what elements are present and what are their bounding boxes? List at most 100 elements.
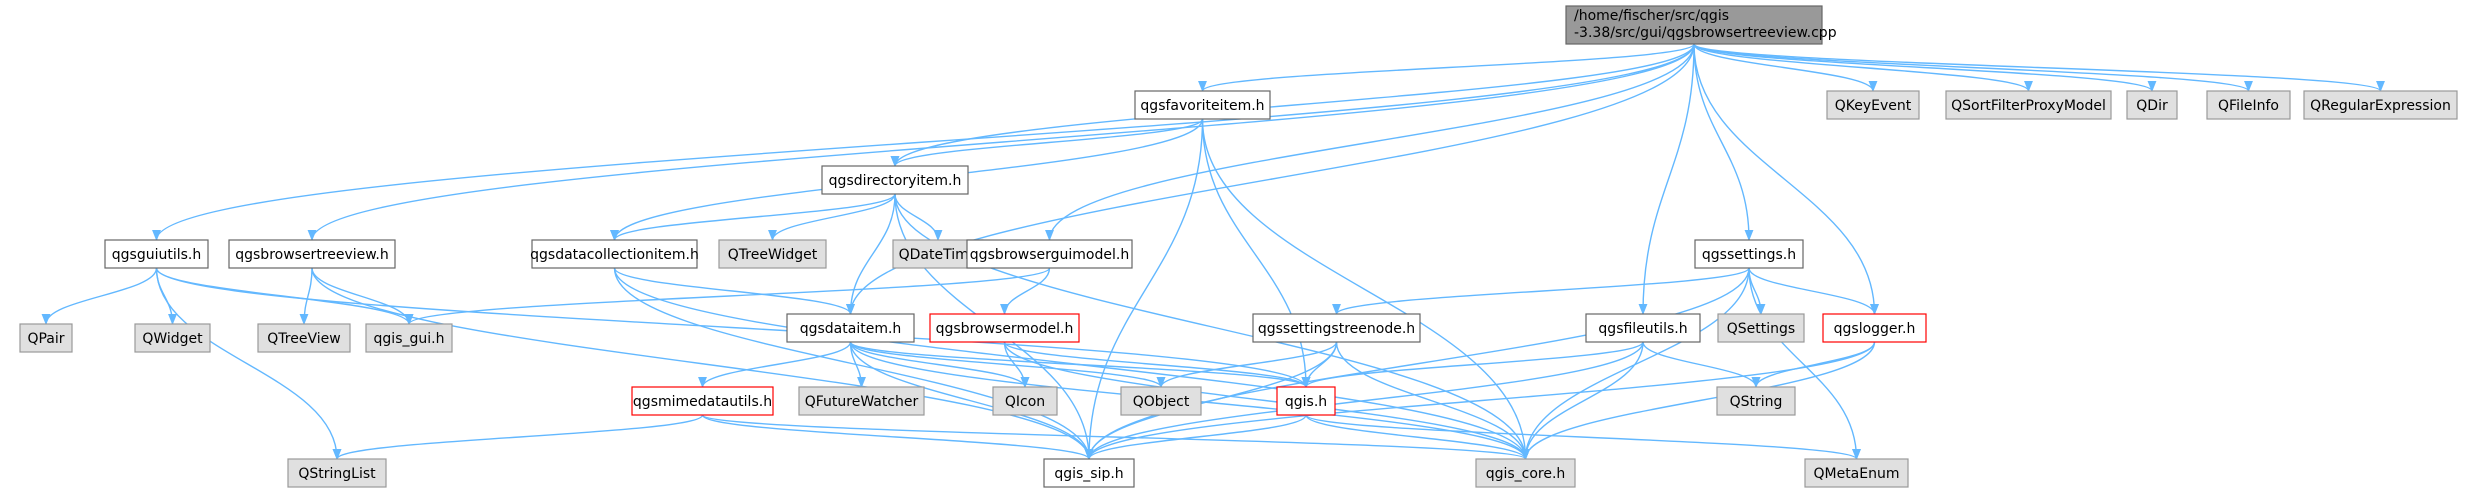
node-qgsdatacollectionitem[interactable]: qgsdatacollectionitem.h (530, 239, 699, 269)
node-qgis_sip-box (1043, 458, 1135, 488)
node-qgis_sip[interactable]: qgis_sip.h (1043, 458, 1135, 488)
edge-qgsmimedatautils-to-qgis_core (701, 414, 1530, 461)
edge-qgsbrowsermodel-to-qgis_core (1003, 341, 1530, 461)
node-qgsdirectoryitem-label: qgsdirectoryitem.h (829, 173, 962, 189)
node-qgis_core-box (1475, 458, 1576, 488)
edge-qgssettingstreenode-to-qobject (1156, 341, 1338, 389)
edge-qgslogger-to-qgis_sip (1084, 341, 1876, 461)
node-qicon-label: QIcon (1005, 394, 1045, 410)
node-qstringlist: QStringList (287, 458, 387, 488)
root-title-line-2: -3.38/src/gui/qgsbrowsertreeview.cpp (1574, 25, 1837, 41)
node-qfuturewatcher-box (798, 386, 925, 416)
node-qstringlist-box (287, 458, 387, 488)
edge-root-to-qgsfileutils (1638, 43, 1695, 316)
node-qgsdatacollectionitem-box (531, 239, 698, 269)
node-qregexp: QRegularExpression (2303, 90, 2458, 120)
edge-qgsdirectoryitem-to-qgsdatacollectionitem (610, 193, 896, 242)
node-qregexp-label: QRegularExpression (2310, 98, 2451, 114)
node-qsortfilter-label: QSortFilterProxyModel (1951, 98, 2106, 114)
node-qgsfileutils[interactable]: qgsfileutils.h (1585, 313, 1701, 343)
node-qtreewidget-box (718, 239, 827, 269)
node-qgsdataitem-box (786, 313, 915, 343)
node-qicon-box (992, 386, 1058, 416)
node-qdir-box (2126, 90, 2178, 120)
node-qgsmimedatautils-box (631, 386, 774, 416)
node-qgsbrowsermodel-label: qgsbrowsermodel.h (936, 321, 1074, 337)
node-qkeyevent: QKeyEvent (1826, 90, 1920, 120)
edge-qgslogger-to-qstring (1751, 341, 1876, 389)
node-qgssettingstreenode-label: qgssettingstreenode.h (1258, 321, 1415, 337)
node-qicon: QIcon (992, 386, 1058, 416)
edge-qgsdataitem-to-qgis (849, 341, 1311, 389)
node-qgis[interactable]: qgis.h (1276, 386, 1336, 416)
node-qgsdatacollectionitem-label: qgsdatacollectionitem.h (530, 247, 699, 263)
edge-qgsbrowsermodel-to-qicon (1003, 341, 1030, 389)
node-qgslogger-label: qgslogger.h (1834, 321, 1916, 337)
node-qgsmimedatautils-label: qgsmimedatautils.h (633, 394, 772, 410)
node-qgsbrowsertreeview[interactable]: qgsbrowsertreeview.h (228, 239, 396, 269)
node-qgsdirectoryitem[interactable]: qgsdirectoryitem.h (821, 165, 969, 195)
edge-qgssettings-to-qgssettingstreenode (1332, 267, 1750, 316)
node-qstringlist-label: QStringList (298, 466, 376, 482)
edge-qgsguiutils-to-qpair (41, 267, 158, 326)
edge-qgsbrowsertreeview-to-qgis_gui (311, 267, 414, 326)
node-qgsdataitem-label: qgsdataitem.h (800, 321, 902, 337)
edge-root-to-qgslogger (1693, 43, 1879, 316)
node-qgssettings-box (1694, 239, 1804, 269)
node-qdatetime-label: QDateTime (899, 247, 978, 263)
node-qtreewidget: QTreeWidget (718, 239, 827, 269)
node-qdir-label: QDir (2136, 98, 2168, 114)
node-qsettings: QSettings (1717, 313, 1805, 343)
edge-qgsfavoriteitem-to-qgis_core (1201, 118, 1530, 461)
edge-qgsfileutils-to-qgis_sip (1084, 341, 1644, 461)
node-qgslogger-box (1822, 313, 1927, 343)
edge-root-to-qgsbrowsertreeview (307, 43, 1695, 242)
node-qgssettings[interactable]: qgssettings.h (1694, 239, 1804, 269)
edge-qgsfavoriteitem-to-qgis (1201, 118, 1311, 389)
edge-root-to-qgsfavoriteitem (1198, 43, 1695, 93)
edge-qgsguiutils-to-qwidget (155, 267, 177, 326)
node-root-box (1565, 5, 1823, 45)
edge-qgssettings-to-qmetaenum (1748, 267, 1861, 461)
node-qgslogger[interactable]: qgslogger.h (1822, 313, 1927, 343)
node-qwidget-box (134, 323, 211, 353)
node-qtreeview-label: QTreeView (267, 331, 340, 347)
node-qgsmimedatautils[interactable]: qgsmimedatautils.h (631, 386, 774, 416)
edge-qgsmimedatautils-to-qstringlist (332, 414, 704, 461)
node-qmetaenum: QMetaEnum (1804, 458, 1909, 488)
node-qpair: QPair (19, 323, 73, 353)
node-qgssettings-label: qgssettings.h (1702, 247, 1796, 263)
node-qfileinfo-box (2206, 90, 2291, 120)
edge-root-to-qgssettings (1693, 43, 1754, 242)
node-qregexp-box (2303, 90, 2458, 120)
node-qgsguiutils[interactable]: qgsguiutils.h (104, 239, 209, 269)
node-root[interactable]: /home/fischer/src/qgis-3.38/src/gui/qgsb… (1565, 5, 1837, 45)
node-qgsbrowsermodel[interactable]: qgsbrowsermodel.h (929, 313, 1080, 343)
edge-root-to-qgsguiutils (152, 43, 1695, 242)
node-qstring-box (1716, 386, 1796, 416)
node-qgis-label: qgis.h (1285, 394, 1327, 410)
node-qgssettingstreenode[interactable]: qgssettingstreenode.h (1252, 313, 1421, 343)
node-qgsbrowsertreeview-label: qgsbrowsertreeview.h (235, 247, 389, 263)
node-qgis_core: qgis_core.h (1475, 458, 1576, 488)
node-qwidget: QWidget (134, 323, 211, 353)
node-qgsfileutils-label: qgsfileutils.h (1598, 321, 1687, 337)
node-qgsfavoriteitem[interactable]: qgsfavoriteitem.h (1134, 90, 1271, 120)
node-qgsbrowserguimodel[interactable]: qgsbrowserguimodel.h (966, 239, 1133, 269)
edge-root-to-qsortfilter (1693, 43, 2033, 93)
node-qgsdataitem[interactable]: qgsdataitem.h (786, 313, 915, 343)
node-qgis_gui-box (365, 323, 453, 353)
node-qmetaenum-label: QMetaEnum (1813, 466, 1899, 482)
node-qgsguiutils-box (104, 239, 209, 269)
node-qgis_gui: qgis_gui.h (365, 323, 453, 353)
node-qpair-box (19, 323, 73, 353)
edge-root-to-qdir (1693, 43, 2157, 93)
node-qkeyevent-label: QKeyEvent (1835, 98, 1912, 114)
node-qfileinfo-label: QFileInfo (2218, 98, 2279, 114)
edge-qgsdatacollectionitem-to-qgsdataitem (613, 267, 855, 316)
edge-qgsbrowserguimodel-to-qgis_gui (404, 267, 1051, 326)
node-qsettings-label: QSettings (1727, 321, 1795, 337)
node-qgsfavoriteitem-label: qgsfavoriteitem.h (1140, 98, 1264, 114)
edge-qgsfavoriteitem-to-qgis_sip (1084, 118, 1204, 461)
